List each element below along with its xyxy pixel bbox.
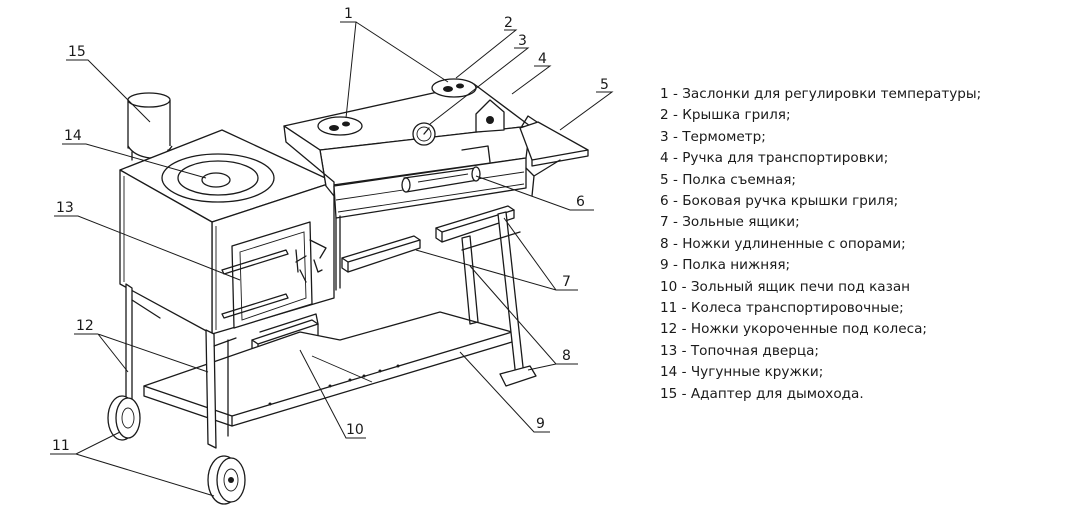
brand-logo bbox=[475, 99, 505, 133]
callout-5: 5 bbox=[600, 77, 609, 93]
callout-10: 10 bbox=[346, 422, 364, 438]
legend-item: 12 - Ножки укороченные под колеса; bbox=[660, 321, 927, 338]
chimney-adapter bbox=[127, 92, 173, 161]
callout-11: 11 bbox=[52, 438, 70, 454]
legend-item: 11 - Колеса транспортировочные; bbox=[660, 300, 904, 317]
legend-item: 5 - Полка съемная; bbox=[660, 171, 796, 188]
legend-item: 15 - Адаптер для дымохода. bbox=[660, 385, 864, 402]
callout-12: 12 bbox=[76, 318, 94, 334]
callout-14: 14 bbox=[64, 128, 82, 144]
cast-iron-rings bbox=[161, 153, 275, 203]
callout-13: 13 bbox=[56, 200, 74, 216]
callout-9: 9 bbox=[536, 416, 545, 432]
legend-item: 6 - Боковая ручка крышки гриля; bbox=[660, 193, 899, 210]
firebox-door bbox=[221, 221, 327, 329]
callout-2: 2 bbox=[504, 15, 513, 31]
legend-item: 3 - Термометр; bbox=[660, 128, 766, 145]
legend-item: 8 - Ножки удлиненные с опорами; bbox=[660, 235, 906, 252]
callout-15: 15 bbox=[68, 44, 86, 60]
temperature-dampers bbox=[317, 78, 477, 136]
legend-item: 7 - Зольные ящики; bbox=[660, 214, 800, 231]
legend-item: 2 - Крышка гриля; bbox=[660, 107, 791, 124]
callout-4: 4 bbox=[538, 51, 547, 67]
legend-item: 10 - Зольный ящик печи под казан bbox=[660, 278, 911, 295]
callout-numbers: 1 2 3 4 5 6 7 8 9 10 11 12 13 14 15 bbox=[52, 6, 609, 454]
callout-7: 7 bbox=[562, 274, 571, 290]
transport-wheels bbox=[107, 395, 246, 505]
leader-lines bbox=[50, 21, 614, 497]
grill-ash-drawers bbox=[341, 205, 515, 273]
callout-8: 8 bbox=[562, 348, 571, 364]
side-lid-handle bbox=[401, 166, 481, 193]
legend-item: 13 - Топочная дверца; bbox=[660, 342, 819, 359]
callout-1: 1 bbox=[344, 6, 353, 22]
parts-legend: 1 - Заслонки для регулировки температуры… bbox=[660, 84, 981, 405]
frame-and-legs bbox=[125, 211, 537, 449]
legend-item: 9 - Полка нижняя; bbox=[660, 257, 791, 274]
removable-shelf bbox=[519, 121, 589, 197]
legend-item: 1 - Заслонки для регулировки температуры… bbox=[660, 86, 982, 102]
callout-3: 3 bbox=[518, 33, 527, 49]
thermometer bbox=[412, 122, 436, 146]
legend-item: 4 - Ручка для транспортировки; bbox=[660, 150, 889, 167]
callout-6: 6 bbox=[576, 194, 585, 210]
legend-item: 14 - Чугунные кружки; bbox=[660, 364, 824, 381]
